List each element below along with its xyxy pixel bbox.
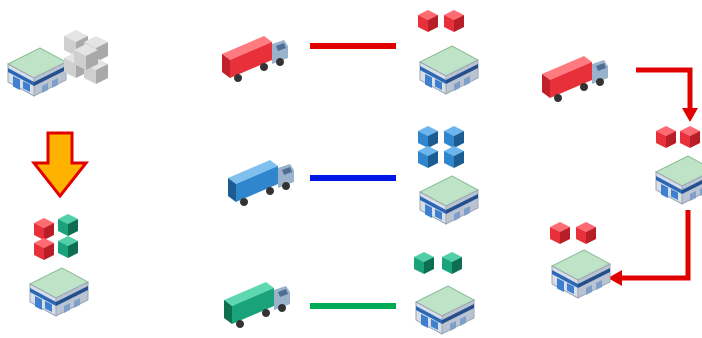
arrow-head-icon — [682, 108, 698, 122]
store-icon — [7, 47, 67, 97]
store-icon — [551, 249, 611, 299]
blue-cargo — [418, 126, 464, 168]
green-cargo — [414, 252, 462, 274]
right-column — [542, 56, 702, 299]
store-icon — [29, 267, 89, 317]
red-cargo — [656, 126, 700, 148]
store-icon — [419, 175, 479, 225]
middle-column — [222, 10, 479, 335]
truck-icon — [542, 56, 608, 102]
store-icon — [655, 155, 702, 205]
left-column — [7, 30, 108, 317]
store-icon — [419, 45, 479, 95]
route-arrow-2 — [620, 210, 691, 281]
red-cargo — [418, 10, 464, 32]
arrow-head-icon — [608, 270, 622, 286]
arrow-down-icon — [30, 131, 90, 199]
store-icon — [415, 285, 475, 335]
mixed-cargo — [34, 214, 78, 260]
truck-icon — [228, 160, 294, 206]
truck-icon — [224, 282, 290, 328]
truck-icon — [222, 36, 288, 82]
gray-cargo-stack — [64, 30, 108, 84]
red-cargo — [550, 222, 596, 244]
route-arrow-1 — [636, 67, 693, 110]
